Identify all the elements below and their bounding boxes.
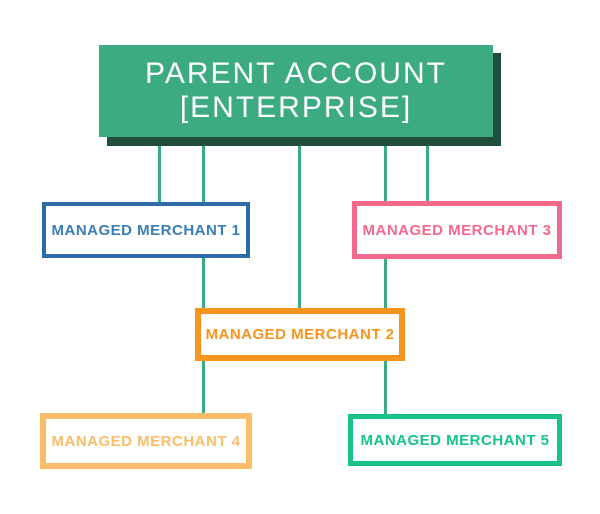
managed-merchant-5-label: MANAGED MERCHANT 5: [360, 431, 550, 449]
parent-account-title-line2: [ENTERPRISE]: [179, 91, 413, 124]
managed-merchant-2-label: MANAGED MERCHANT 2: [205, 326, 395, 343]
connector-parent-to-merchant-5: [384, 137, 387, 415]
managed-merchant-3-box: MANAGED MERCHANT 3: [352, 201, 562, 259]
connector-parent-to-merchant-4: [202, 137, 205, 414]
parent-account-title-line1: PARENT ACCOUNT: [145, 57, 447, 90]
connector-parent-to-merchant-2: [298, 137, 301, 309]
managed-merchant-1-label: MANAGED MERCHANT 1: [51, 221, 241, 239]
managed-merchant-2-box: MANAGED MERCHANT 2: [195, 308, 405, 361]
managed-merchant-4-box: MANAGED MERCHANT 4: [40, 413, 252, 469]
connector-parent-to-merchant-3: [426, 137, 429, 202]
parent-account-box: PARENT ACCOUNT [ENTERPRISE]: [99, 45, 493, 137]
connector-parent-to-merchant-1: [158, 137, 161, 203]
managed-merchant-4-label: MANAGED MERCHANT 4: [51, 432, 241, 450]
managed-merchant-5-box: MANAGED MERCHANT 5: [348, 414, 562, 466]
managed-merchant-3-label: MANAGED MERCHANT 3: [362, 221, 552, 239]
managed-merchant-1-box: MANAGED MERCHANT 1: [42, 202, 250, 258]
